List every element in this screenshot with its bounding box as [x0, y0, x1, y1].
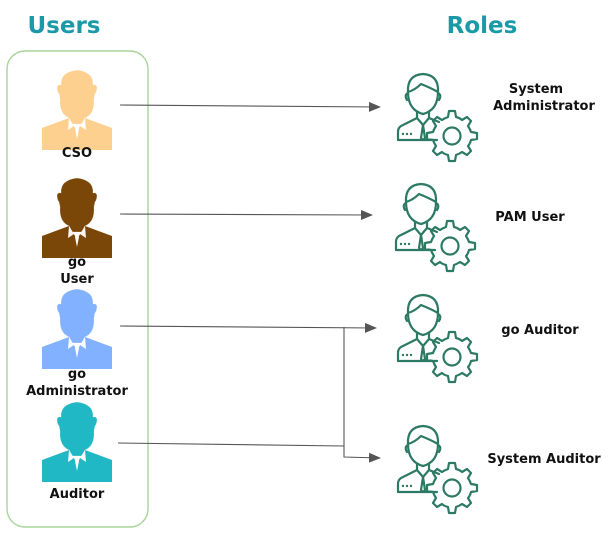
connector-go-administrator-to-system-auditor — [343, 327, 381, 463]
user-gear-icon — [396, 72, 479, 163]
connector-go-administrator-to-go-auditor — [119, 322, 377, 333]
user-auditor: Auditor — [41, 401, 113, 502]
person-silhouette-icon — [41, 401, 113, 483]
connectors — [117, 101, 381, 463]
user-gear-icon — [396, 293, 479, 384]
users-heading: Users — [28, 13, 101, 39]
role-label: PAM User — [495, 210, 565, 225]
user-label-line1: go — [68, 255, 86, 270]
role-label: System Auditor — [487, 452, 601, 467]
user-go-user: go User — [41, 177, 113, 287]
users-group-box — [6, 50, 149, 528]
connector-go-user-to-pam-user — [119, 209, 373, 220]
user-label-line1: go — [68, 367, 86, 382]
role-label: Administrator — [493, 99, 595, 114]
user-label: CSO — [62, 146, 92, 161]
user-label: Administrator — [26, 384, 128, 399]
role-go-auditor: go Auditor — [396, 293, 579, 384]
person-silhouette-icon — [41, 69, 113, 151]
user-gear-icon — [396, 424, 479, 515]
connector-cso-to-system-administrator — [119, 101, 381, 112]
user-go-administrator: go Administrator — [26, 288, 128, 399]
person-silhouette-icon — [41, 177, 113, 259]
role-label-line1: System — [509, 82, 563, 97]
role-pam-user: PAM User — [394, 182, 565, 273]
user-cso: CSO — [41, 69, 113, 161]
connector-auditor-to-system-auditor — [117, 442, 345, 447]
user-label: Auditor — [50, 487, 105, 502]
role-system-administrator: System Administrator — [396, 72, 595, 163]
user-label: User — [60, 272, 94, 287]
person-silhouette-icon — [41, 288, 113, 370]
roles-heading: Roles — [447, 13, 518, 39]
role-label: go Auditor — [501, 323, 579, 338]
role-system-auditor: System Auditor — [396, 424, 601, 515]
user-gear-icon — [394, 182, 477, 273]
